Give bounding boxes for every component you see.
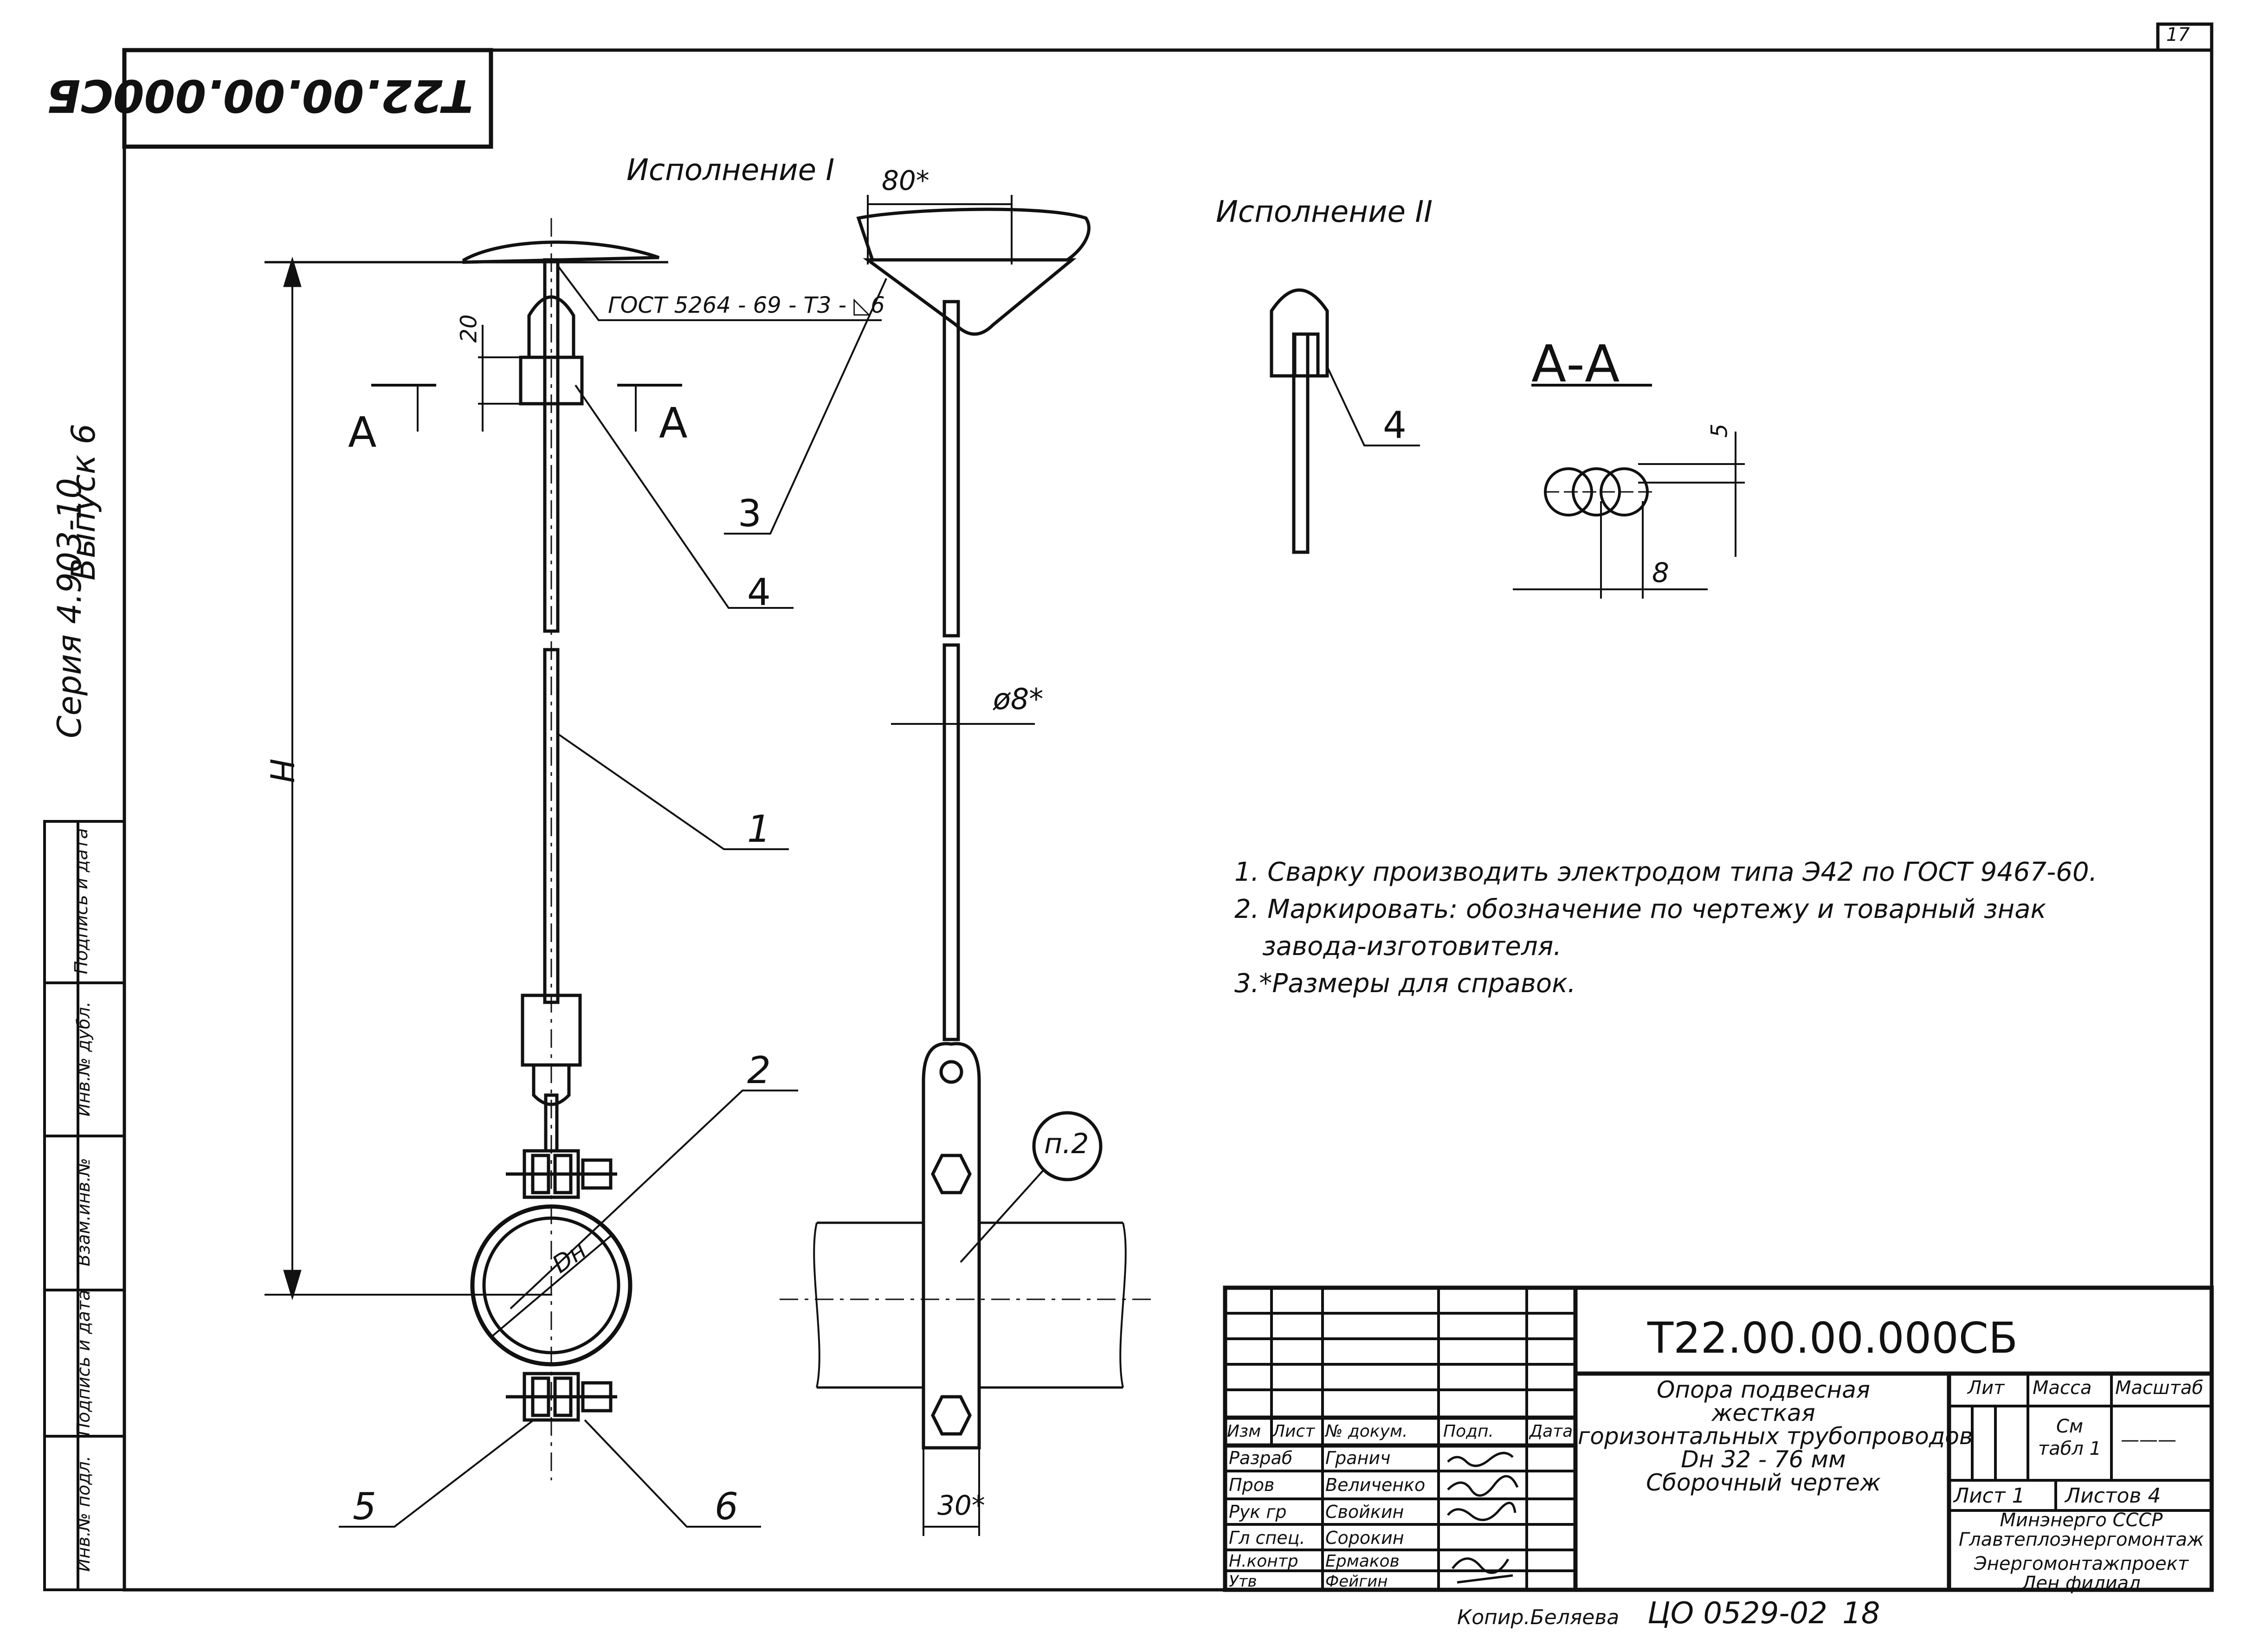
tb-role-5: Утв xyxy=(1229,1572,1257,1591)
footer-copied: Копир.Беляева xyxy=(1457,1606,1620,1629)
variant-2-label: Исполнение II xyxy=(1216,195,1433,229)
tb-role-4: Н.контр xyxy=(1229,1552,1298,1571)
tb-name-5: Сборочный чертеж xyxy=(1646,1469,1881,1496)
section-aa-title: А-А xyxy=(1531,334,1620,394)
tb-name-0: Гранич xyxy=(1325,1448,1391,1468)
tb-code: Т22.00.00.000СБ xyxy=(1647,1313,2018,1363)
footer-num: 18 xyxy=(1842,1596,1880,1631)
rotated-designation: Т22.00.00.000СБ xyxy=(46,70,473,122)
dim-h: H xyxy=(262,758,301,783)
variant-1-side-view xyxy=(780,195,1151,1536)
side-stamp xyxy=(43,820,126,1591)
side-issue: Выпуск 6 xyxy=(65,423,103,581)
side-col-3: Взам.инв.№ xyxy=(73,1158,94,1266)
tb-name-4: Ермаков xyxy=(1325,1552,1400,1571)
tb-name-2: Свойкин xyxy=(1325,1502,1404,1522)
signatures xyxy=(1447,1452,1519,1584)
note-3: 3.*Размеры для справок. xyxy=(1234,968,1576,999)
variant-1-label: Исполнение I xyxy=(626,153,835,187)
side-col-2: Инв.№ дубл. xyxy=(73,1001,94,1116)
dim-80: 80* xyxy=(882,165,929,196)
note-2-cont: завода-изготовителя. xyxy=(1262,931,1562,962)
title-block-grid xyxy=(1223,1285,2214,1592)
tb-org-3: Энергомонтажпроект xyxy=(1974,1553,2189,1575)
tb-head-doc: № докум. xyxy=(1325,1422,1408,1441)
tb-role-2: Рук гр xyxy=(1229,1502,1287,1522)
tb-head-list: Лист xyxy=(1272,1422,1315,1441)
dim-30: 30* xyxy=(937,1490,985,1521)
variant-1-drawing xyxy=(265,218,887,1528)
tb-sheets: Листов 4 xyxy=(2065,1484,2161,1508)
callout-4-right: 4 xyxy=(1383,404,1407,447)
section-mark-left: А xyxy=(348,408,377,457)
tb-scale-value: ——— xyxy=(2121,1429,2176,1451)
tb-name-2: жесткая xyxy=(1711,1400,1815,1426)
footer-code: ЦО 0529-02 xyxy=(1647,1596,1827,1631)
tb-sheet: Лист 1 xyxy=(1954,1484,2025,1508)
tb-org-2: Главтеплоэнергомонтаж xyxy=(1958,1529,2204,1550)
side-col-5: Инв.№ подл. xyxy=(73,1455,94,1572)
tb-head-data: Дата xyxy=(1530,1422,1573,1441)
tb-massa: Масса xyxy=(2033,1377,2092,1399)
tb-masshtab: Масштаб xyxy=(2115,1377,2204,1399)
callout-6: 6 xyxy=(715,1485,738,1528)
tb-mass-value: См табл 1 xyxy=(2038,1416,2102,1459)
callout-5: 5 xyxy=(353,1485,376,1528)
tb-name-3: горизонтальных трубопроводов xyxy=(1578,1423,1973,1450)
callout-1: 1 xyxy=(747,807,771,851)
tb-lit: Лит xyxy=(1968,1377,2005,1399)
callout-3: 3 xyxy=(738,492,762,535)
variant-2-drawing xyxy=(1270,288,1420,554)
sheet-number: 17 xyxy=(2166,24,2190,45)
notes-block: 1. Сварку производить электродом типа Э4… xyxy=(1234,854,2097,1002)
callout-4-left: 4 xyxy=(747,571,771,614)
tb-org-1: Минэнерго СССР xyxy=(2000,1510,2163,1531)
side-col-1: Подпись и дата xyxy=(71,828,91,974)
tb-org-4: Лен филиал xyxy=(2022,1573,2141,1594)
side-col-4: Подпись и дата xyxy=(73,1290,94,1436)
tb-org: Минэнерго СССР Главтеплоэнергомонтаж Эне… xyxy=(1951,1510,2211,1593)
tb-name: Опора подвесная жесткая горизонтальных т… xyxy=(1578,1376,1973,1496)
tb-role-1: Пров xyxy=(1229,1475,1275,1495)
dim-20: 20 xyxy=(456,314,482,343)
section-mark-right: А xyxy=(659,399,688,448)
note-2: 2. Маркировать: обозначение по чертежу и… xyxy=(1234,894,2046,924)
dim-5: 5 xyxy=(1706,423,1733,438)
tb-role-3: Гл спец. xyxy=(1229,1528,1305,1548)
tb-name-4: Dн 32 - 76 мм xyxy=(1681,1446,1846,1473)
tb-name-1: Опора подвесная xyxy=(1657,1376,1870,1403)
tb-name-3: Сорокин xyxy=(1325,1528,1404,1548)
dim-8-section: 8 xyxy=(1652,557,1669,588)
dim-d8: ø8* xyxy=(993,682,1044,716)
tb-head-izm: Изм xyxy=(1227,1422,1261,1441)
weld-symbol: ГОСТ 5264 - 69 - Т3 - ◺6 xyxy=(608,292,885,318)
section-a-a xyxy=(1513,384,1745,599)
callout-p2: п.2 xyxy=(1044,1128,1089,1160)
note-1: 1. Сварку производить электродом типа Э4… xyxy=(1234,857,2098,887)
callout-2: 2 xyxy=(747,1049,771,1092)
tb-head-podp: Подп. xyxy=(1443,1422,1494,1441)
tb-name-1: Величенко xyxy=(1325,1475,1426,1495)
tb-name-5: Фейгин xyxy=(1325,1572,1388,1591)
tb-role-0: Разраб xyxy=(1229,1448,1293,1468)
